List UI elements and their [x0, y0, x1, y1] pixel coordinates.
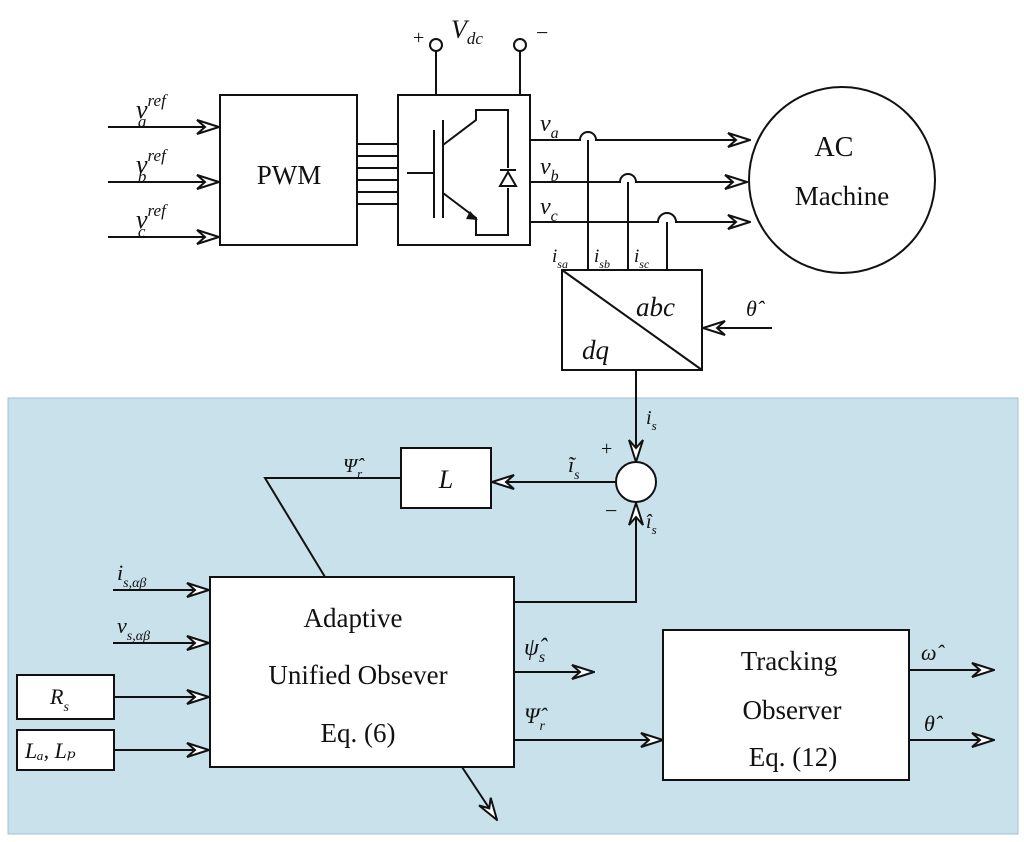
summing-junction: [615, 461, 657, 503]
observer-line3: Eq. (6): [321, 718, 396, 748]
is-hat-label: îs: [646, 511, 657, 537]
phase-current-labels: isa isb isc: [552, 246, 650, 271]
tracking-line2: Observer: [743, 695, 842, 725]
inverter-output-label: vb: [540, 154, 559, 185]
vdc-base: V: [451, 15, 470, 44]
observer-line2: Unified Obsever: [268, 660, 447, 690]
dc-supply: + − Vdc: [413, 15, 548, 95]
machine-line2: Machine: [795, 181, 889, 211]
dc-minus-sign: −: [536, 20, 548, 45]
pwm-label: PWM: [257, 160, 322, 190]
observer-line1: Adaptive: [304, 603, 403, 633]
dc-plus-sign: +: [413, 27, 424, 49]
feedback-wire: [514, 503, 636, 603]
igbt-symbol: [407, 109, 518, 236]
is-tilde-label: ĩs: [568, 452, 580, 483]
pwm-block: [219, 94, 358, 246]
gate-signal-bus: [357, 143, 398, 205]
ldq-label: Lₐ, Lₚ: [24, 738, 76, 763]
gain-output-wire: [263, 477, 401, 578]
transform-dq-label: dq: [582, 335, 609, 365]
gain-label: L: [438, 465, 453, 494]
inverter-output-label: va: [540, 111, 559, 142]
phase-current-label: isc: [634, 246, 650, 271]
inverter-output-label: vc: [540, 194, 558, 225]
gain-block-l: [400, 447, 492, 509]
observer-input-labels: is,αβ vs,αβ: [117, 560, 150, 644]
vs-alphabeta-label: vs,αβ: [117, 613, 150, 644]
phase-current-label: isa: [552, 246, 568, 271]
extra-output-wire: [461, 766, 497, 820]
is-alphabeta-label: is,αβ: [117, 560, 146, 591]
summer-plus: +: [601, 438, 612, 460]
vdc-label: Vdc: [451, 15, 483, 48]
is-label: is: [646, 407, 657, 433]
rs-param-block: [16, 674, 115, 720]
transform-angle-label: θ̂: [746, 296, 766, 321]
summer-minus: −: [605, 498, 617, 523]
transform-abc-label: abc: [636, 292, 675, 322]
tracking-observer-block: [662, 629, 910, 781]
inverter-output-labels: va vb vc: [540, 111, 559, 225]
tracking-line1: Tracking: [741, 646, 838, 676]
phase-current-label: isb: [594, 246, 610, 271]
va-wire: [530, 131, 750, 140]
vdc-sub: dc: [467, 29, 484, 48]
machine-line1: AC: [815, 132, 854, 163]
ac-machine: [748, 86, 936, 274]
vc-wire: [530, 212, 750, 222]
summer-signal-labels: is îs ĩs: [568, 407, 657, 537]
tracking-line3: Eq. (12): [749, 742, 837, 772]
rs-label: Rs: [49, 684, 69, 715]
theta-hat-input-label: θ̂: [746, 296, 766, 321]
ldq-param-block: [16, 729, 115, 771]
vb-wire: [530, 173, 747, 182]
